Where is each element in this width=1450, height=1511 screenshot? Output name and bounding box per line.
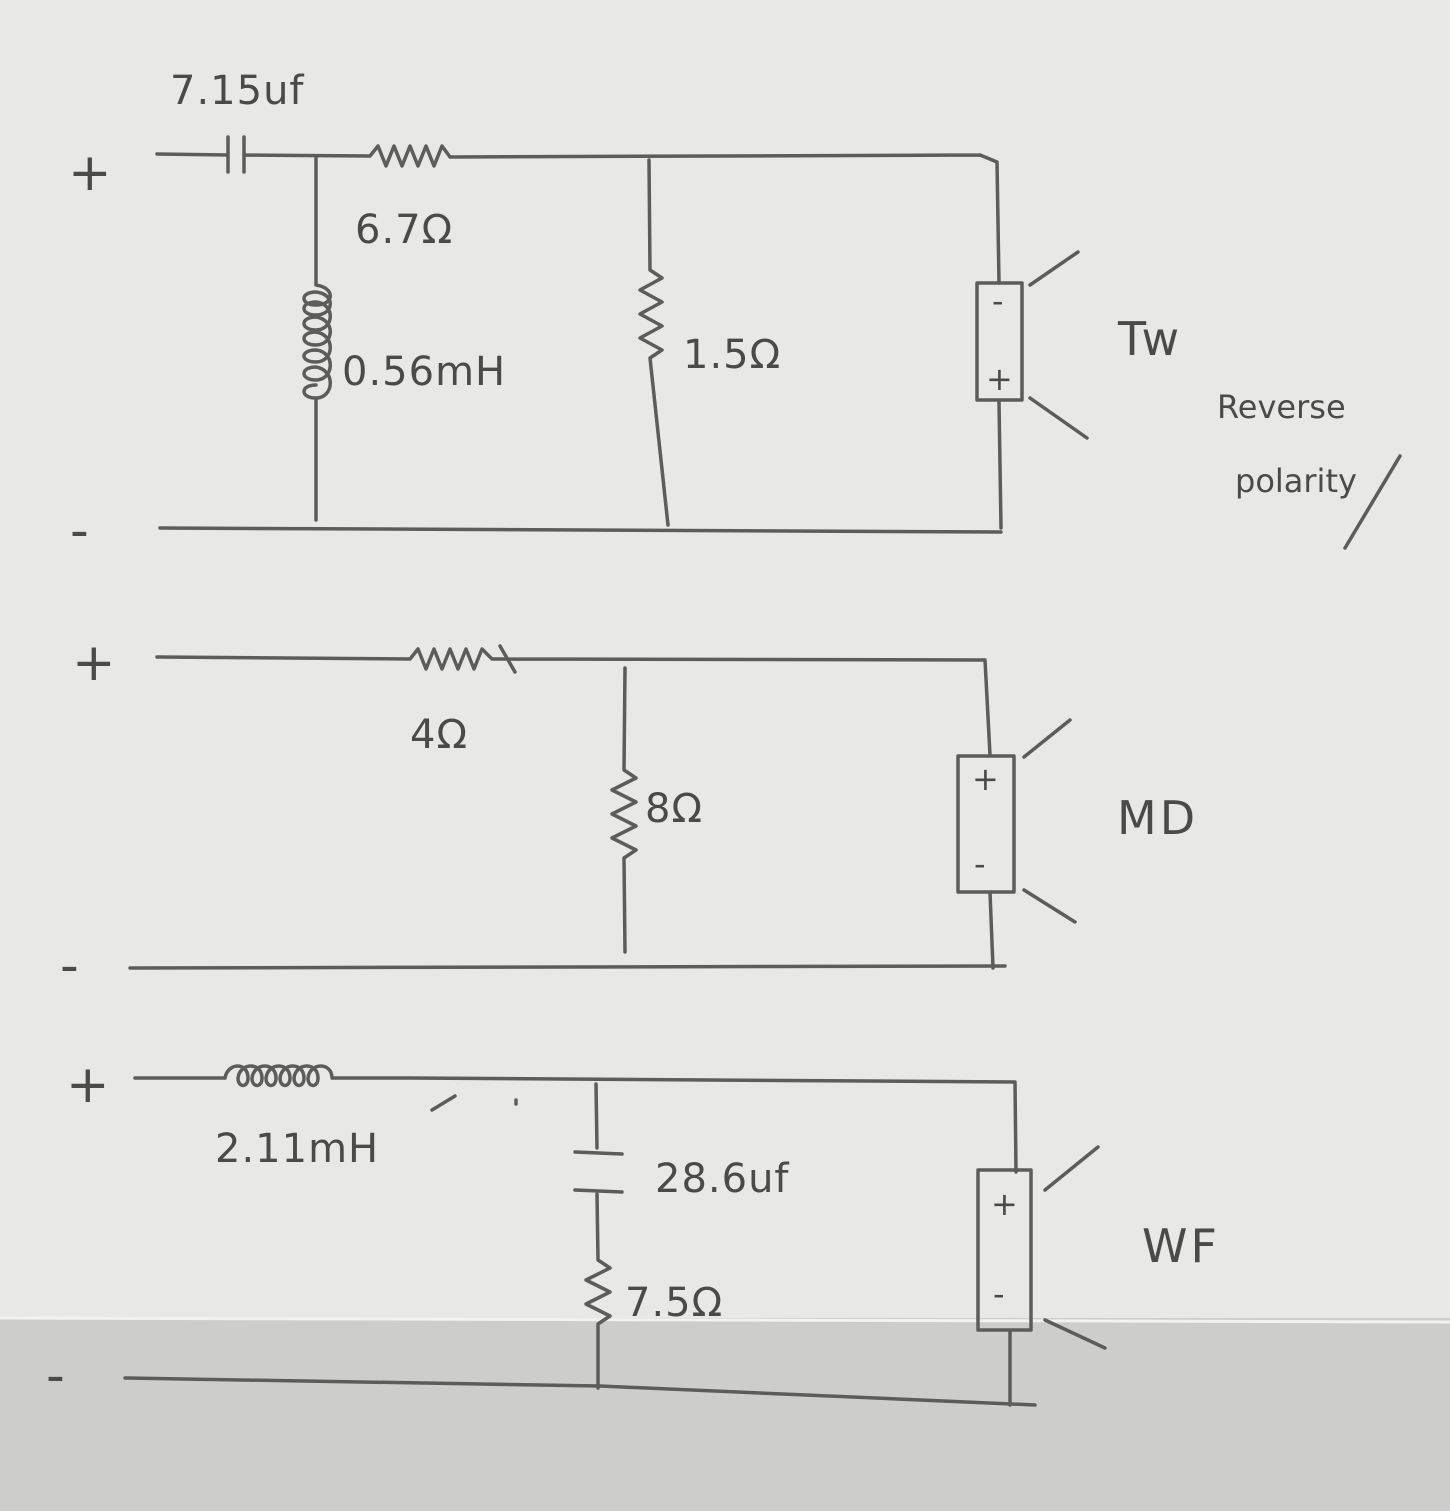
woofer-resistor-label: 7.5Ω (625, 1280, 723, 1326)
tweeter-driver-return (997, 400, 1003, 530)
woofer-top-rail (133, 1064, 1018, 1174)
woofer-driver-body (976, 1168, 1033, 1332)
paper-fold-edge (0, 1316, 1450, 1324)
woofer-plus-terminal: + (66, 1055, 110, 1115)
tweeter-shunt-resistor-label: 1.5Ω (683, 332, 781, 378)
midrange-driver-label: MD (1117, 791, 1198, 845)
midrange-driver-body (956, 754, 1016, 894)
midrange-driver-return (988, 890, 995, 970)
woofer-capacitor-label: 28.6uf (655, 1156, 790, 1202)
woofer-minus-terminal: - (46, 1346, 65, 1406)
tweeter-shunt-resistor (638, 158, 670, 527)
tweeter-minus-terminal: - (70, 501, 89, 561)
tweeter-inductor-branch (302, 156, 332, 522)
tweeter-driver-cone (1028, 250, 1089, 440)
woofer-driver-bottom-terminal: - (993, 1275, 1005, 1313)
tweeter-driver-bottom-terminal: + (986, 360, 1013, 398)
tweeter-inductor-label: 0.56mH (342, 349, 506, 395)
tweeter-driver-top-terminal: - (992, 282, 1004, 320)
tweeter-note-line2: polarity (1235, 462, 1357, 500)
woofer-inductor-label: 2.11mH (215, 1126, 379, 1172)
midrange-driver-cone (1022, 718, 1077, 924)
tweeter-note-line1: Reverse (1217, 388, 1346, 426)
tweeter-bottom-rail (158, 526, 1003, 534)
woofer-circuit: + - 2.11mH 28.6uf 7.5Ω + - WF (46, 1055, 1220, 1407)
midrange-bottom-rail (128, 964, 1007, 970)
woofer-stray-marks (430, 1094, 518, 1112)
midrange-plus-terminal: + (72, 633, 116, 693)
midrange-series-resistor-label: 4Ω (410, 712, 468, 758)
woofer-driver-cone (1043, 1145, 1107, 1350)
woofer-shunt-branch (573, 1082, 624, 1390)
woofer-driver-top-terminal: + (991, 1185, 1018, 1223)
midrange-minus-terminal: - (60, 936, 79, 996)
tweeter-circuit: + - 7.15uf 6.7Ω 0.56mH 1.5Ω - + Tw Rever… (68, 68, 1402, 561)
midrange-circuit: + - 4Ω 8Ω + - MD (60, 633, 1198, 996)
tweeter-top-rail (155, 135, 1001, 285)
tweeter-driver-body (975, 281, 1024, 402)
midrange-driver-top-terminal: + (972, 760, 999, 798)
tweeter-note-stroke (1343, 454, 1402, 550)
tweeter-driver-label: Tw (1117, 312, 1182, 366)
woofer-driver-label: WF (1142, 1219, 1220, 1273)
midrange-shunt-resistor-label: 8Ω (645, 786, 703, 832)
tweeter-plus-terminal: + (68, 143, 112, 203)
midrange-driver-bottom-terminal: - (974, 845, 986, 883)
tweeter-capacitor-label: 7.15uf (170, 68, 305, 114)
woofer-bottom-rail (123, 1376, 1037, 1407)
midrange-shunt-resistor (610, 666, 638, 954)
tweeter-series-resistor-label: 6.7Ω (355, 207, 453, 253)
midrange-top-rail (155, 644, 992, 757)
paper-fold-shadow (0, 1318, 1450, 1511)
